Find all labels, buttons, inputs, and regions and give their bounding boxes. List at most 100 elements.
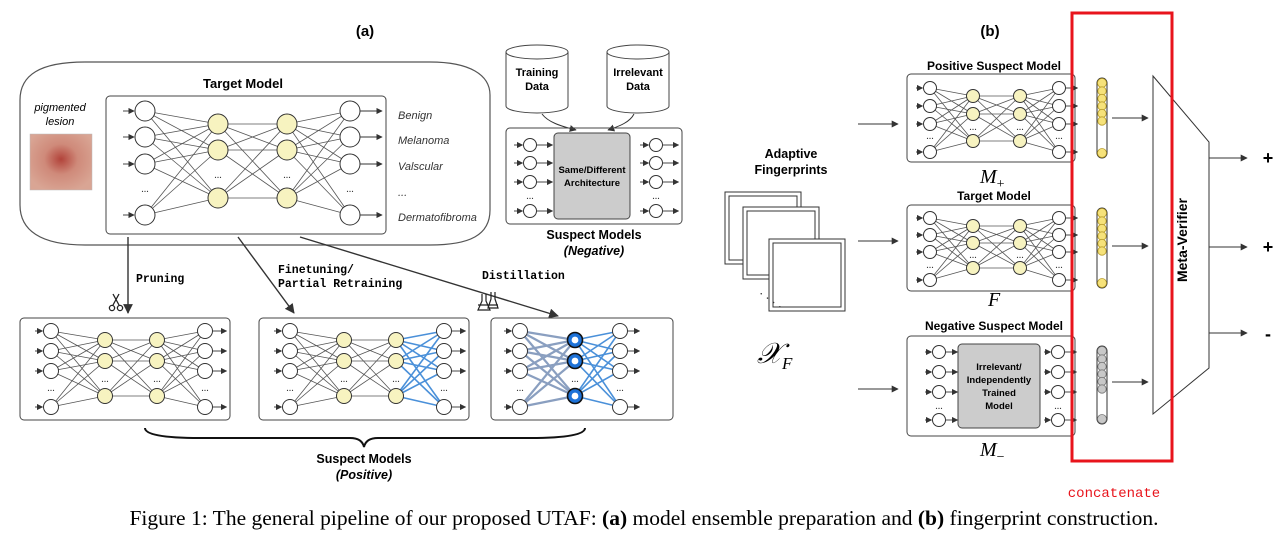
edge: [395, 330, 445, 341]
edge: [519, 360, 576, 408]
neuron: [1051, 365, 1065, 379]
neuron: [276, 113, 298, 135]
neuron: [43, 323, 59, 339]
edge: [144, 136, 219, 199]
ellipsis: ...: [926, 131, 934, 142]
figure-caption: Figure 1: The general pipeline of our pr…: [0, 506, 1288, 531]
neuron: [436, 323, 452, 339]
pruning-label: Pruning: [136, 273, 184, 286]
target-network-box: [105, 95, 387, 235]
edge: [50, 339, 106, 408]
negative-suspect-box: [505, 127, 683, 225]
neuron: [282, 343, 298, 359]
ellipsis: ...: [1016, 250, 1024, 261]
negative-caption-line2: (Negative): [564, 244, 624, 258]
figure: (a) Target Model pigmented lesion ......…: [19, 11, 1273, 502]
panel-a-label: (a): [356, 23, 374, 40]
neuron: [1052, 211, 1066, 225]
vector-cell: [1097, 414, 1107, 424]
neuron: [923, 99, 937, 113]
edge: [1019, 217, 1060, 244]
output-sign: -: [1265, 324, 1271, 344]
edge: [929, 225, 974, 281]
edge: [574, 350, 621, 397]
edge: [929, 113, 974, 153]
edge: [395, 350, 445, 362]
edge: [104, 339, 158, 397]
edge: [217, 123, 288, 151]
concatenate-label: concatenate: [1068, 486, 1160, 502]
input-label-line1: pigmented: [33, 102, 86, 114]
edge: [286, 149, 351, 216]
neuron: [97, 332, 113, 348]
neuron: [282, 323, 298, 339]
edge: [929, 87, 974, 97]
training-data-database: Training Data: [505, 44, 569, 114]
edge: [929, 95, 974, 107]
neuron: [512, 399, 528, 415]
ellipsis: ...: [101, 374, 109, 385]
caption-a-text: model ensemble preparation and: [627, 506, 918, 530]
target-model-container: [19, 61, 491, 246]
edge: [343, 339, 397, 397]
vector-cell: [1097, 278, 1107, 288]
edge: [289, 350, 345, 362]
edge: [972, 95, 1021, 115]
neuron: [512, 323, 528, 339]
distillation-arrow: [299, 236, 559, 319]
scissors-icon: [108, 293, 124, 312]
edge: [929, 267, 974, 281]
edge: [395, 360, 445, 372]
neuron: [612, 363, 628, 379]
edge: [286, 163, 351, 199]
irrelevant-to-model-arrow: [607, 113, 635, 132]
edge: [50, 360, 106, 408]
ellipsis: ...: [283, 170, 291, 181]
neuron: [43, 343, 59, 359]
neuron: [1013, 134, 1027, 148]
neuron: [923, 117, 937, 131]
target-model-title: Target Model: [203, 76, 283, 91]
edge: [1019, 217, 1060, 269]
edge: [156, 360, 206, 372]
ellipsis: ...: [286, 383, 294, 394]
caption-a-label: (a): [602, 506, 628, 530]
neuron: [649, 204, 663, 218]
neuron: [612, 343, 628, 359]
distilled-network: .........: [504, 323, 641, 415]
edge: [156, 339, 206, 372]
caption-b-text: fingerprint construction.: [944, 506, 1159, 530]
meta-verifier-block: [1152, 74, 1210, 416]
vector-cell: [1097, 346, 1107, 356]
edge: [144, 123, 219, 138]
edge: [156, 350, 206, 362]
ellipsis: ...: [1054, 401, 1062, 412]
edge: [144, 123, 219, 165]
neuron: [149, 353, 165, 369]
output-label: Melanoma: [398, 135, 449, 147]
neuron: [336, 353, 352, 369]
neuron: [966, 236, 980, 250]
edge: [972, 95, 1021, 142]
fingerprints-line1: Adaptive: [765, 147, 818, 161]
neuron: [339, 153, 361, 175]
ellipsis: ...: [516, 383, 524, 394]
edge: [972, 225, 1021, 269]
neuron: [966, 89, 980, 103]
edge: [289, 360, 345, 372]
target-model-b-title: Target Model: [957, 189, 1031, 203]
neuron: [1013, 89, 1027, 103]
edge: [1019, 113, 1060, 153]
edge: [156, 330, 206, 397]
neuron: [339, 100, 361, 122]
vector-cell: [1097, 116, 1107, 126]
edge: [144, 110, 219, 199]
edge: [156, 330, 206, 362]
edge: [289, 330, 345, 362]
irrelevant-data-database: Irrelevant Data: [606, 44, 670, 114]
edge: [1019, 123, 1060, 142]
neuron: [923, 81, 937, 95]
irrelevant-line2: Independently: [967, 375, 1032, 386]
neuron: [923, 145, 937, 159]
neuron: [966, 107, 980, 121]
